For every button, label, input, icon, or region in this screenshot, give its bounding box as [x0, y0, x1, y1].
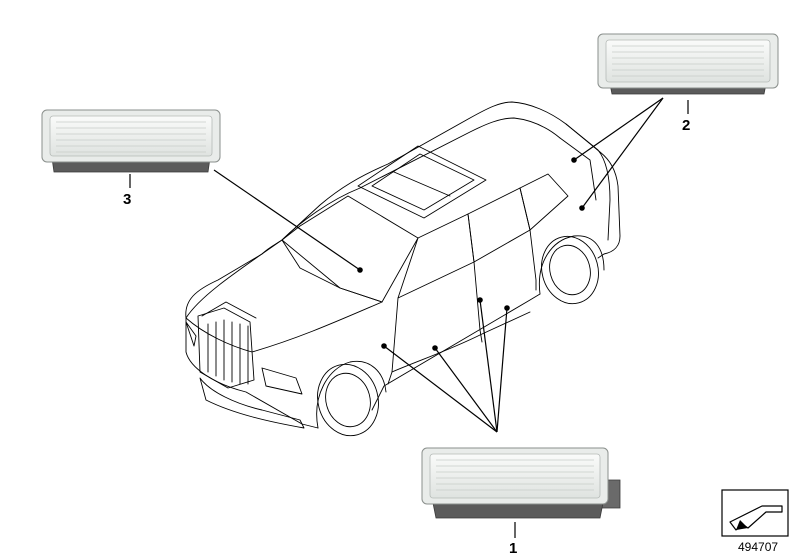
car-front-wheel	[316, 360, 387, 437]
car-rear-door	[473, 261, 483, 343]
car-roof	[281, 117, 561, 241]
car-grille	[197, 307, 255, 389]
car-sunroof	[357, 145, 487, 219]
car-side-window-rear	[467, 187, 531, 263]
car-side-window-front	[397, 213, 475, 299]
car-rear-wheel	[538, 235, 605, 305]
leader-lines	[129, 97, 689, 538]
callout-1: 1	[509, 540, 518, 557]
lamp-part-1	[421, 447, 621, 519]
car-hood	[185, 239, 383, 353]
car-quarter-window	[519, 173, 569, 231]
callout-2: 2	[682, 117, 691, 134]
callout-3: 3	[123, 191, 132, 208]
car-bumper	[199, 377, 305, 429]
car-rear	[565, 123, 611, 241]
car-outline	[185, 101, 621, 437]
car-windshield	[281, 195, 419, 303]
car-headlight	[261, 367, 303, 395]
folded-arrow-icon	[721, 489, 789, 537]
lamp-part-2	[597, 33, 779, 95]
car-sill	[185, 317, 319, 429]
lamp-part-3	[41, 109, 221, 173]
diagram-id: 494707	[738, 540, 779, 554]
